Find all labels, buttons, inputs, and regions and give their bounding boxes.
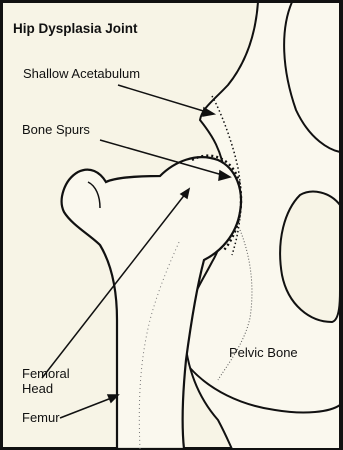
label-femoral-head-line2: Head [22,381,53,396]
diagram-title: Hip Dysplasia Joint [13,21,138,36]
leader-shallow-acetabulum [118,85,210,113]
label-bone-spurs: Bone Spurs [22,122,90,137]
leader-femur [60,397,114,418]
label-femoral-head-line1: Femoral [22,366,70,381]
label-femur: Femur [22,410,60,425]
label-shallow-acetabulum: Shallow Acetabulum [23,66,140,81]
label-pelvic-bone: Pelvic Bone [229,345,298,360]
